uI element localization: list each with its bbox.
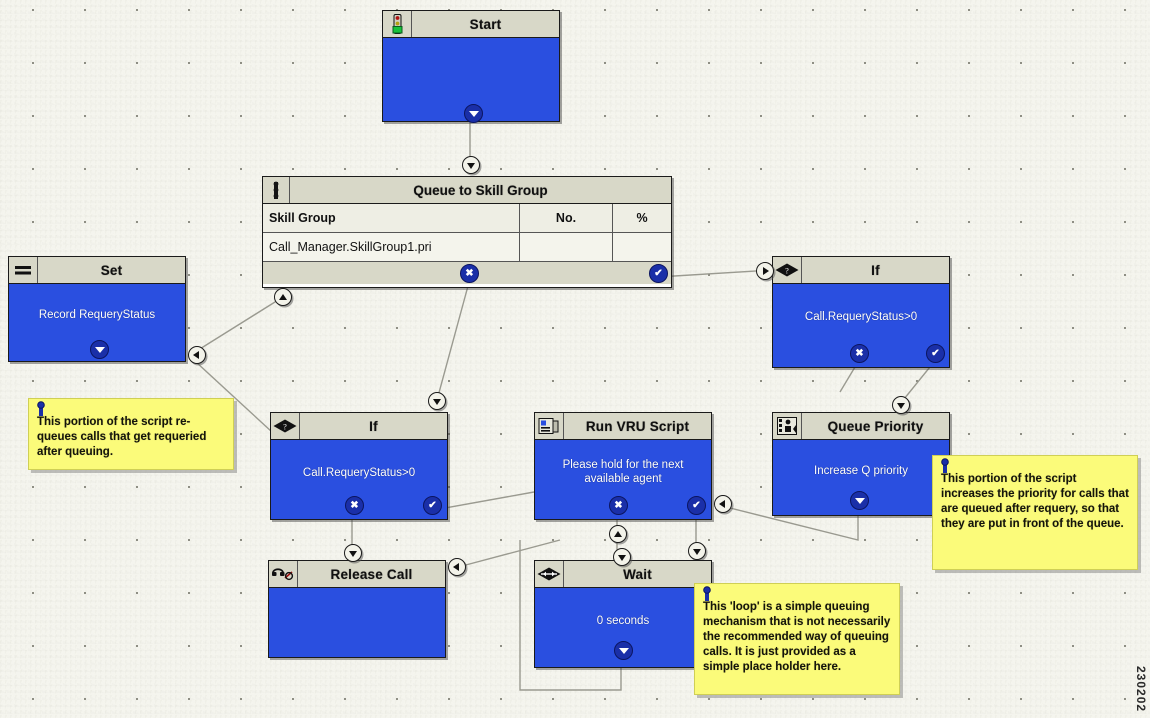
connector-nub-start-to-queue[interactable]	[462, 156, 480, 174]
node-queue-priority-body: Increase Q priority	[814, 465, 908, 477]
port-if-right-true[interactable]	[926, 344, 945, 363]
note-pin-icon	[939, 458, 951, 479]
note-loop-text: This 'loop' is a simple queuing mechanis…	[703, 601, 891, 673]
node-queue-title: Queue to Skill Group	[413, 182, 548, 198]
node-release-call-body	[269, 588, 445, 596]
connector-nub-if-right-in[interactable]	[756, 262, 774, 280]
cell-pct	[612, 233, 671, 261]
node-run-vru-header: Run VRU Script	[535, 413, 711, 440]
node-queue-to-skill-group[interactable]: Queue to Skill Group Skill Group No. % C…	[262, 176, 672, 288]
table-row[interactable]: Call_Manager.SkillGroup1.pri	[263, 233, 671, 262]
svg-text:?: ?	[785, 267, 789, 276]
equals-icon	[9, 257, 38, 283]
node-set-body: Record RequeryStatus	[38, 309, 156, 321]
node-set[interactable]: Set Record RequeryStatus	[8, 256, 186, 362]
node-if-right-title: If	[871, 262, 880, 278]
connector-nub-release-call-in[interactable]	[344, 544, 362, 562]
node-start[interactable]: Start	[382, 10, 560, 123]
connector-nub-release-call-right[interactable]	[448, 558, 466, 576]
svg-text:?: ?	[283, 423, 287, 432]
script-icon	[535, 413, 564, 439]
figure-id: 230202	[1134, 665, 1148, 712]
connector-nub-wait-in[interactable]	[613, 548, 631, 566]
col-pct: %	[612, 204, 671, 232]
connector-nub-if-left-in[interactable]	[428, 392, 446, 410]
connector-nub-vru-right-in[interactable]	[714, 495, 732, 513]
note-priority-text: This portion of the script increases the…	[941, 473, 1129, 530]
port-queue-failure[interactable]	[460, 264, 479, 283]
col-skill-group: Skill Group	[269, 211, 336, 225]
queue-table-header-row: Skill Group No. %	[263, 204, 671, 233]
cell-no	[519, 233, 612, 261]
note-requeue[interactable]: This portion of the script re-queues cal…	[28, 398, 234, 470]
node-run-vru-script[interactable]: Run VRU Script Please hold for the next …	[534, 412, 712, 520]
node-wait[interactable]: Wait 0 seconds	[534, 560, 712, 668]
diamond-icon: ?	[271, 413, 300, 439]
node-if-right-body: Call.RequeryStatus>0	[804, 311, 918, 323]
node-run-vru-body: Please hold for the next available agent	[562, 459, 684, 486]
node-if-left-header: ? If	[271, 413, 447, 440]
wait-icon	[535, 561, 564, 587]
diamond-icon: ?	[773, 257, 802, 283]
note-pin-icon	[701, 586, 713, 607]
port-wait-out[interactable]	[614, 641, 633, 660]
note-priority[interactable]: This portion of the script increases the…	[932, 455, 1138, 570]
node-start-body	[383, 38, 559, 46]
node-release-call[interactable]: Release Call	[268, 560, 446, 658]
cell-skill-group: Call_Manager.SkillGroup1.pri	[269, 240, 432, 254]
queue-icon	[263, 177, 290, 203]
node-wait-title: Wait	[623, 566, 652, 582]
port-set-out[interactable]	[90, 340, 109, 359]
priority-icon	[773, 413, 802, 439]
node-run-vru-title: Run VRU Script	[585, 418, 690, 434]
connector-nub-vru-loop-in[interactable]	[609, 525, 627, 543]
node-queue-header: Queue to Skill Group	[263, 177, 671, 204]
node-queue-ports	[263, 262, 671, 284]
port-vru-success[interactable]	[687, 496, 706, 515]
connector-nub-queue-priority-in[interactable]	[892, 396, 910, 414]
port-queue-priority-out[interactable]	[850, 491, 869, 510]
node-queue-priority-title: Queue Priority	[827, 418, 924, 434]
node-if-left-body: Call.RequeryStatus>0	[302, 467, 416, 479]
port-vru-failure[interactable]	[609, 496, 628, 515]
note-requeue-text: This portion of the script re-queues cal…	[37, 416, 207, 458]
node-release-call-title: Release Call	[330, 566, 413, 582]
node-wait-body: 0 seconds	[596, 615, 650, 627]
traffic-light-icon	[383, 11, 412, 37]
port-if-left-true[interactable]	[423, 496, 442, 515]
port-if-right-false[interactable]	[850, 344, 869, 363]
node-set-header: Set	[9, 257, 185, 284]
connector-nub-set-right[interactable]	[188, 346, 206, 364]
connector-nub-vru-loop-out[interactable]	[688, 542, 706, 560]
node-release-call-header: Release Call	[269, 561, 445, 588]
note-pin-icon	[35, 401, 47, 422]
connector-nub-queue-in-left[interactable]	[274, 288, 292, 306]
node-if-left[interactable]: ? If Call.RequeryStatus>0	[270, 412, 448, 520]
port-queue-success[interactable]	[649, 264, 668, 283]
col-no: No.	[519, 204, 612, 232]
node-if-right[interactable]: ? If Call.RequeryStatus>0	[772, 256, 950, 368]
node-if-right-header: ? If	[773, 257, 949, 284]
node-if-left-title: If	[369, 418, 378, 434]
port-if-left-false[interactable]	[345, 496, 364, 515]
port-start-out[interactable]	[464, 104, 483, 123]
node-start-title: Start	[469, 16, 502, 32]
node-start-header: Start	[383, 11, 559, 38]
phone-hangup-icon	[269, 561, 298, 587]
node-queue-priority[interactable]: Queue Priority Increase Q priority	[772, 412, 950, 516]
note-loop[interactable]: This 'loop' is a simple queuing mechanis…	[694, 583, 900, 695]
node-set-title: Set	[100, 262, 123, 278]
node-queue-priority-header: Queue Priority	[773, 413, 949, 440]
